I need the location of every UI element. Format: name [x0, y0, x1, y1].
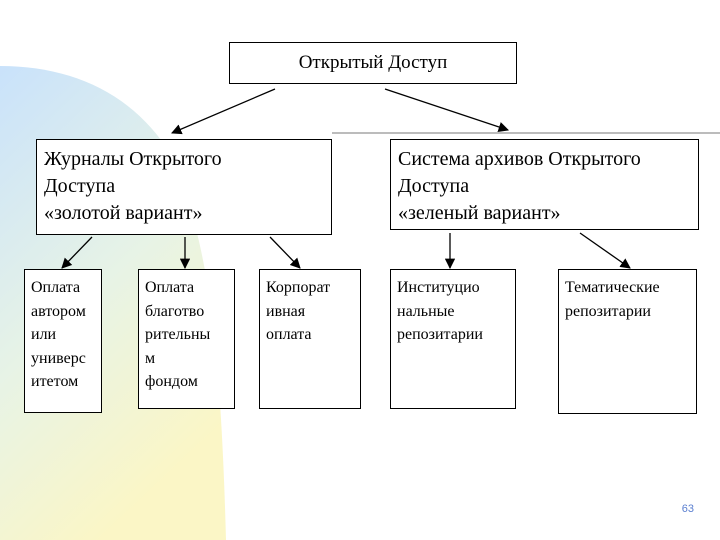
- page-number: 63: [681, 503, 694, 515]
- root-node-open-access: Открытый Доступ: [229, 42, 517, 84]
- leaf-node-charity-payment: Оплата благотво рительны м фондом: [138, 269, 235, 409]
- arrow-root-to-archives: [384, 88, 509, 132]
- arrow-archives-to-thematic: [579, 232, 631, 269]
- arrow-journals-to-author: [61, 236, 93, 269]
- branch-node-open-access-archives: Система архивов Открытого Доступа «зелен…: [390, 139, 699, 230]
- leaf-node-corporate-payment: Корпорат ивная оплата: [259, 269, 361, 409]
- leaf-node-institutional-repositories: Институцио нальные репозитарии: [390, 269, 516, 409]
- arrow-root-to-journals: [171, 88, 276, 135]
- branch-node-open-access-journals: Журналы Открытого Доступа «золотой вариа…: [36, 139, 332, 235]
- leaf-node-thematic-repositories: Тематические репозитарии: [558, 269, 697, 414]
- leaf-node-author-payment: Оплата автором или универс итетом: [24, 269, 102, 413]
- arrow-journals-to-corporate: [269, 236, 301, 269]
